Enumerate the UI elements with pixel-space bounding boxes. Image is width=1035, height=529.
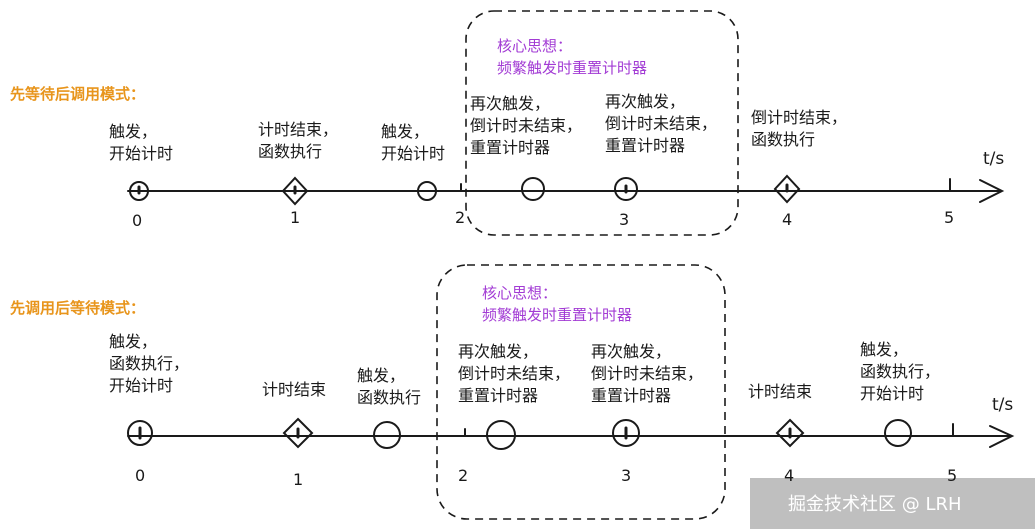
bottom-marker-execute-1 <box>282 417 314 449</box>
bottom-marker-retrigger-2 <box>612 419 640 447</box>
top-marker-retrigger-1 <box>521 177 545 201</box>
bottom-core-title: 核心思想： <box>482 284 558 302</box>
top-unit-label: t/s <box>983 149 1005 169</box>
bottom-tick-label-0: 0 <box>135 466 146 485</box>
top-tick-label-2: 2 <box>455 208 466 227</box>
top-annotation-3: 再次触发， 倒计时未结束， 重置计时器 <box>470 93 582 159</box>
bottom-marker-trigger-3 <box>884 419 912 447</box>
top-axis-arrow <box>979 179 1005 203</box>
annotation-line: 倒计时未结束， <box>470 116 583 135</box>
bottom-tick-label-2: 2 <box>458 466 469 485</box>
annotation-line: 开始计时 <box>381 144 446 163</box>
annotation-line: 触发， <box>860 340 909 359</box>
bottom-marker-execute-2 <box>775 418 805 448</box>
bottom-annotation-2: 触发， 函数执行 <box>357 365 421 409</box>
annotation-line: 函数执行 <box>751 130 816 149</box>
top-core-idea-box <box>465 10 739 236</box>
top-annotation-1: 计时结束， 函数执行 <box>258 119 338 163</box>
annotation-line: 倒计时未结束， <box>591 364 704 383</box>
annotation-line: 倒计时结束， <box>751 108 848 127</box>
annotation-line: 开始计时 <box>109 144 174 163</box>
top-annotation-4: 再次触发， 倒计时未结束， 重置计时器 <box>605 91 717 157</box>
bottom-unit-label: t/s <box>992 395 1014 415</box>
bottom-annotation-1: 计时结束 <box>262 379 326 401</box>
top-core-text: 频繁触发时重置计时器 <box>497 59 648 77</box>
top-core-title: 核心思想： <box>497 37 573 55</box>
annotation-line: 重置计时器 <box>470 138 551 157</box>
bottom-marker-retrigger-1 <box>486 420 516 450</box>
top-annotation-2: 触发， 开始计时 <box>381 121 445 165</box>
annotation-line: 重置计时器 <box>458 386 539 405</box>
top-mode-title: 先等待后调用模式： <box>10 85 146 103</box>
annotation-line: 再次触发， <box>458 342 539 361</box>
annotation-line: 重置计时器 <box>591 386 672 405</box>
annotation-line: 倒计时未结束， <box>605 114 718 133</box>
annotation-line: 重置计时器 <box>605 136 686 155</box>
top-marker-trigger-start <box>129 181 149 201</box>
bottom-tick-label-5: 5 <box>947 466 958 485</box>
annotation-line: 再次触发， <box>470 94 551 113</box>
top-annotation-5: 倒计时结束， 函数执行 <box>751 107 847 151</box>
annotation-line: 函数执行， <box>860 362 941 381</box>
bottom-annotation-3: 再次触发， 倒计时未结束， 重置计时器 <box>458 341 570 407</box>
bottom-annotation-4: 再次触发， 倒计时未结束， 重置计时器 <box>591 341 703 407</box>
bottom-marker-trigger-2 <box>373 421 401 449</box>
watermark-bg <box>750 478 1035 529</box>
bottom-mode-title: 先调用后等待模式： <box>10 299 146 317</box>
bottom-core-idea-box <box>436 264 726 520</box>
annotation-line: 触发， <box>109 122 158 141</box>
annotation-line: 触发， <box>381 122 430 141</box>
top-annotation-0: 触发， 开始计时 <box>109 121 173 165</box>
annotation-line: 计时结束 <box>748 382 813 401</box>
annotation-line: 函数执行， <box>109 354 190 373</box>
top-tick-label-3: 3 <box>619 210 630 229</box>
bottom-axis-arrow <box>989 425 1015 448</box>
bottom-tick-label-3: 3 <box>621 466 632 485</box>
bottom-tick-label-1: 1 <box>293 470 304 489</box>
annotation-line: 计时结束， <box>258 120 339 139</box>
annotation-line: 触发， <box>109 332 158 351</box>
top-tick-label-4: 4 <box>782 210 793 229</box>
bottom-annotation-6: 触发， 函数执行， 开始计时 <box>860 339 940 405</box>
annotation-line: 再次触发， <box>591 342 672 361</box>
annotation-line: 倒计时未结束， <box>458 364 571 383</box>
annotation-line: 函数执行 <box>258 142 323 161</box>
top-marker-execute-1 <box>281 176 309 206</box>
top-tick-label-5: 5 <box>944 208 955 227</box>
bottom-tick-label-4: 4 <box>784 466 795 485</box>
annotation-line: 开始计时 <box>860 384 925 403</box>
top-marker-execute-2 <box>773 174 801 204</box>
annotation-line: 计时结束 <box>262 380 327 399</box>
top-tick-label-0: 0 <box>132 211 143 230</box>
annotation-line: 再次触发， <box>605 92 686 111</box>
bottom-core-text: 频繁触发时重置计时器 <box>482 306 633 324</box>
annotation-line: 触发， <box>357 366 406 385</box>
watermark: 掘金技术社区 @ LRH <box>788 494 962 515</box>
bottom-annotation-5: 计时结束 <box>748 381 812 403</box>
annotation-line: 函数执行 <box>357 388 422 407</box>
bottom-marker-trigger-start <box>127 420 153 446</box>
top-tick-label-1: 1 <box>290 208 301 227</box>
bottom-annotation-0: 触发， 函数执行， 开始计时 <box>109 331 189 397</box>
top-marker-trigger-2 <box>417 181 437 201</box>
annotation-line: 开始计时 <box>109 376 174 395</box>
top-marker-retrigger-2 <box>614 177 638 201</box>
